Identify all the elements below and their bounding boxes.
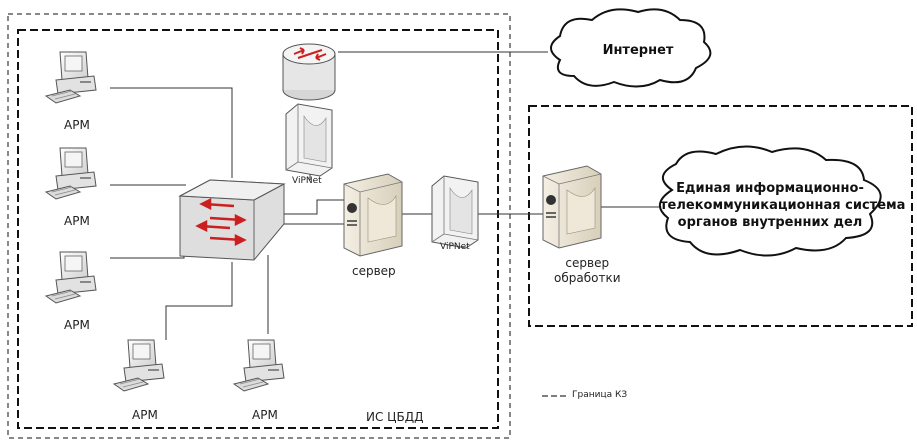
router-icon bbox=[282, 43, 336, 101]
server-icon bbox=[343, 173, 403, 257]
internet-cloud bbox=[550, 8, 712, 88]
vipnet-top-icon bbox=[285, 103, 333, 177]
external-system-cloud bbox=[659, 145, 882, 257]
workstation-icon-4 bbox=[113, 339, 165, 392]
workstation-label-3: АРМ bbox=[64, 318, 90, 332]
external-system-label-line3: органов внутренних дел bbox=[677, 215, 863, 230]
system-name-label: ИС ЦБДД bbox=[366, 410, 424, 424]
switch-icon bbox=[178, 179, 286, 261]
workstation-label-5: АРМ bbox=[252, 408, 278, 422]
vipnet-mid-icon bbox=[431, 175, 479, 249]
workstation-label-4: АРМ bbox=[132, 408, 158, 422]
processing-server-icon bbox=[542, 165, 602, 249]
right-boundary bbox=[528, 105, 913, 327]
workstation-icon-5 bbox=[233, 339, 285, 392]
legend-label: Граница КЗ bbox=[572, 390, 628, 400]
vipnet-mid-label: ViPNet bbox=[440, 242, 470, 252]
inner-boundary bbox=[17, 29, 499, 429]
vipnet-top-label: ViPNet bbox=[292, 176, 322, 186]
connection-lines bbox=[110, 51, 660, 340]
external-system-label-line1: Единая информационно- bbox=[676, 181, 864, 196]
server-label: сервер bbox=[352, 264, 396, 278]
workstation-icon-3 bbox=[45, 251, 97, 304]
workstation-label-2: АРМ bbox=[64, 214, 90, 228]
external-system-label: Единая информационно- телекоммуникационн… bbox=[660, 180, 906, 231]
workstation-label-1: АРМ bbox=[64, 118, 90, 132]
internet-label: Интернет bbox=[602, 43, 674, 58]
processing-server-label-line1: сервер bbox=[565, 256, 610, 270]
workstation-icon-2 bbox=[45, 147, 97, 200]
outer-boundary bbox=[7, 13, 511, 439]
external-system-label-line2: телекоммуникационная система bbox=[660, 198, 906, 213]
processing-server-label-line2: обработки bbox=[554, 271, 621, 285]
workstation-icon-1 bbox=[45, 51, 97, 104]
processing-server-label: сервер обработки bbox=[554, 256, 621, 286]
